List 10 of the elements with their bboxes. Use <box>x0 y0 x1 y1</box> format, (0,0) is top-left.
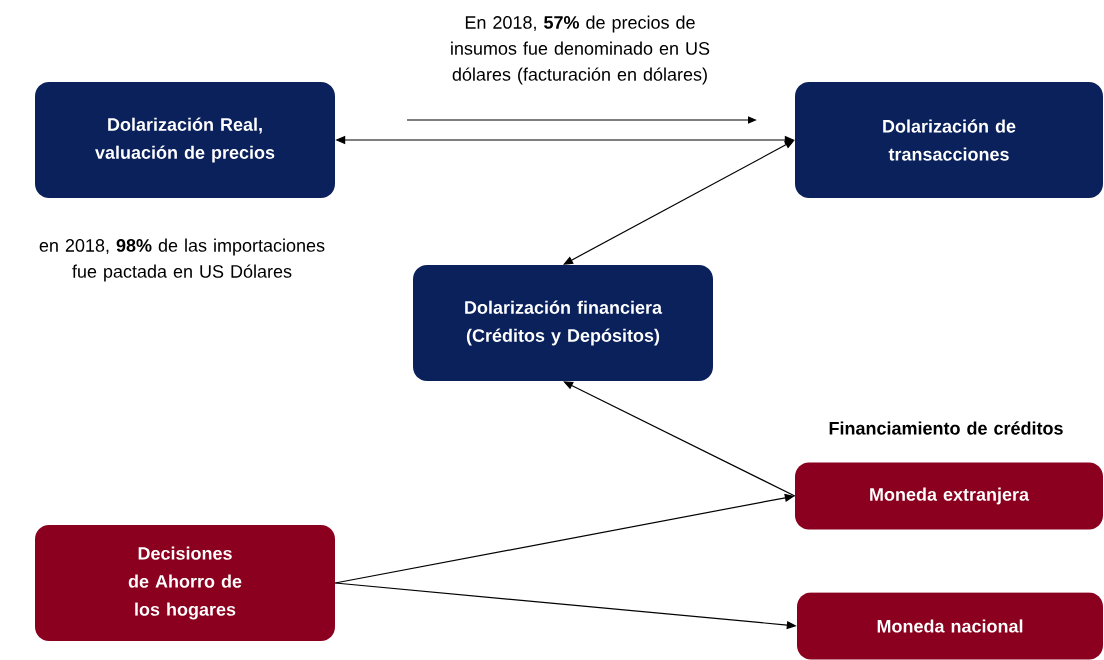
arrow <box>563 381 796 497</box>
process-box: Moneda nacional <box>797 592 1103 660</box>
process-box: Dolarización financiera (Créditos y Depósitos) <box>413 265 713 381</box>
note-text: en 2018, 98% de las importaciones fue pactada en US Dólares <box>39 238 325 282</box>
process-box: Dolarización Real, valuación de precios <box>35 82 335 198</box>
process-box: Dolarización de transacciones <box>795 82 1103 198</box>
note-text: En 2018, 57% de precios de insumos fue denominado en US dólares (facturación en dólares) <box>451 15 710 85</box>
process-box: Moneda extranjera <box>795 462 1103 530</box>
heading: Financiamiento de créditos <box>829 421 1063 435</box>
process-box: Decisiones de Ahorro de los hogares <box>35 525 335 641</box>
